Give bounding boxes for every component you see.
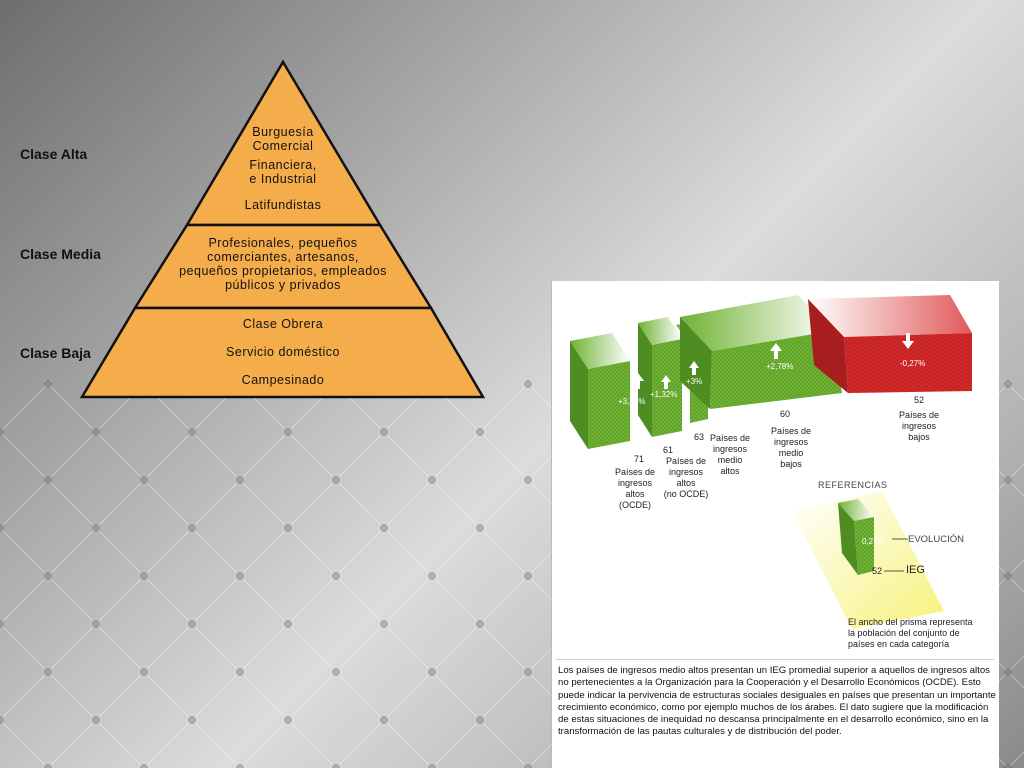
evo-altos-no-ocde: +1,32% xyxy=(650,390,678,399)
label-clase-baja: Clase Baja xyxy=(20,345,91,361)
pyramid-media-text-2: comerciantes, artesanos, xyxy=(207,250,359,264)
ieg-chart-panel: +3,21% +1,32% +3% +2,78% -0,27% 71 61 63… xyxy=(551,281,999,768)
pyramid-alta-text-2: Comercial xyxy=(252,139,314,153)
ieg-bajos: 52 xyxy=(914,395,925,405)
chart-description: Los países de ingresos medio altos prese… xyxy=(558,665,996,738)
ieg-medio-altos: 63 xyxy=(694,432,705,442)
ieg-altos-no-ocde: 61 xyxy=(663,445,674,455)
evo-medio-altos: +3% xyxy=(686,377,703,386)
reference-ieg-label: IEG xyxy=(906,564,925,576)
prism-medio-bajos xyxy=(680,295,842,409)
reference-evolucion-label: EVOLUCIÓN xyxy=(908,534,964,545)
ieg-medio-bajos: 60 xyxy=(780,409,791,419)
pyramid-media-text-1: Profesionales, pequeños xyxy=(208,236,358,250)
prism-altos-no-ocde xyxy=(638,317,682,437)
label-clase-media: Clase Media xyxy=(20,246,101,262)
pyramid-tier-baja xyxy=(79,306,486,399)
pyramid-alta-text-1: Burguesía xyxy=(252,125,314,139)
label-clase-alta: Clase Alta xyxy=(20,146,88,162)
pyramid-alta-text-3: Financiera, xyxy=(249,158,317,172)
pyramid-baja-text-2: Servicio doméstico xyxy=(226,345,340,359)
prism-altos-ocde xyxy=(570,333,630,449)
pyramid-media-text-3: pequeños propietarios, empleados xyxy=(179,264,387,278)
reference-legend-prism xyxy=(792,491,944,629)
ieg-altos-ocde: 71 xyxy=(634,454,645,464)
evo-medio-bajos: +2,78% xyxy=(766,362,794,371)
arrow-down-icon xyxy=(902,333,914,349)
pyramid-alta-text-4: e Industrial xyxy=(249,172,317,186)
references-title: REFERENCIAS xyxy=(818,480,888,490)
ieg-prism-chart xyxy=(570,295,972,629)
pyramid-media-text-4: públicos y privados xyxy=(225,278,341,292)
divider xyxy=(556,659,994,660)
prism-bajos xyxy=(808,295,972,393)
arrow-up-icon xyxy=(632,343,782,389)
pyramid-baja-text-1: Clase Obrera xyxy=(242,317,324,331)
pyramid-alta-text-5: Latifundistas xyxy=(244,198,322,212)
evo-bajos: -0,27% xyxy=(900,359,926,368)
evo-altos-ocde: +3,21% xyxy=(618,397,646,406)
pyramid-baja-text-3: Campesinado xyxy=(241,373,325,387)
reference-sample-ieg: 52 xyxy=(872,566,883,576)
reference-sample-evolution: 0,27% xyxy=(862,537,885,546)
